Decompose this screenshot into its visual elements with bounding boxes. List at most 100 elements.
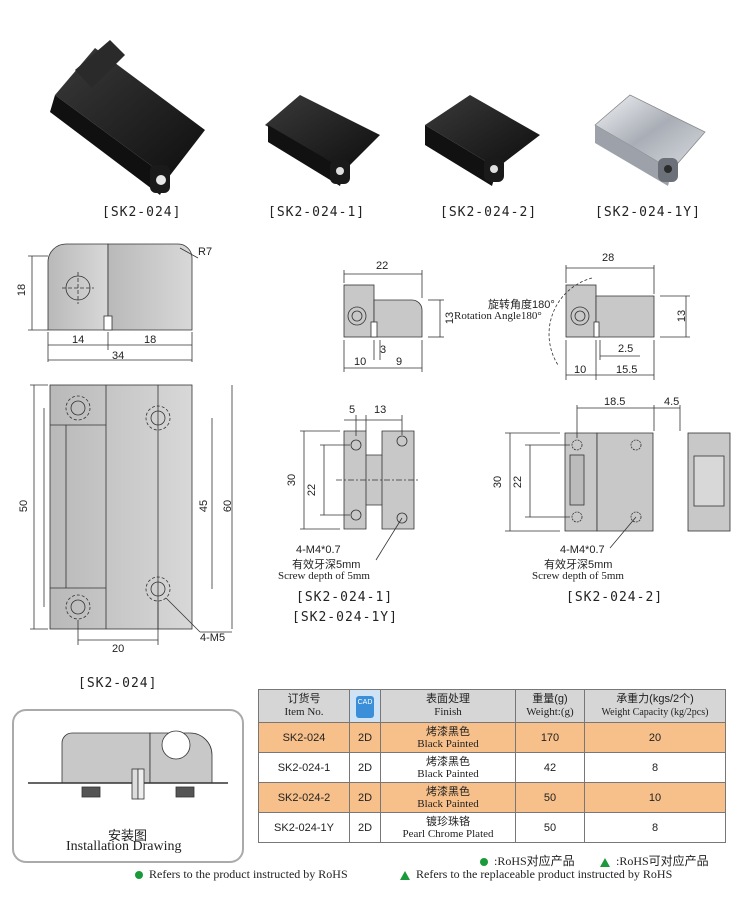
cell-weight: 170 xyxy=(515,722,585,753)
dim-18-5: 18.5 xyxy=(604,396,626,408)
legend-rohs-replace-cn-text: :RoHS可对应产品 xyxy=(616,854,709,868)
cell-item: SK2-024-1Y xyxy=(258,812,350,843)
dim-2-5: 2.5 xyxy=(618,343,634,355)
front-view-sk2-024-1 xyxy=(300,415,420,561)
header-finish: 表面处理 Finish xyxy=(380,689,516,723)
caption-sk2-024-1y: [SK2-024-1Y] xyxy=(292,610,398,625)
cell-weight: 50 xyxy=(515,782,585,813)
dim-22-c: 22 xyxy=(512,475,525,489)
cell-finish-en: Black Painted xyxy=(417,737,479,750)
product-photo-sk2-024 xyxy=(50,40,205,195)
header-item-en: Item No. xyxy=(284,706,324,718)
legend-rohs-replace-cn: :RoHS可对应产品 xyxy=(600,852,709,869)
front-view-sk2-024-2 xyxy=(505,405,731,549)
cell-finish-cn: 镀珍珠铬 xyxy=(426,815,470,828)
product-code-3: [SK2-024-2] xyxy=(440,205,538,220)
cell-item: SK2-024-1 xyxy=(258,752,350,783)
cell-finish-cn: 烤漆黑色 xyxy=(426,725,470,738)
header-weight: 重量(g) Weight:(g) xyxy=(515,689,585,723)
legend-rohs-replace-en: Refers to the replaceable product instru… xyxy=(400,867,672,882)
cad-icon: CAD xyxy=(356,695,374,718)
thread-m4: 4-M4*0.7 xyxy=(296,544,341,556)
dim-10-b: 10 xyxy=(574,364,587,376)
dim-5: 5 xyxy=(349,404,356,416)
screw-depth-en: Screw depth of 5mm xyxy=(278,570,370,582)
main-front-view xyxy=(30,384,233,645)
dim-r7: R7 xyxy=(198,246,213,258)
header-finish-en: Finish xyxy=(434,706,462,718)
dim-18-width: 18 xyxy=(144,334,157,346)
product-photo-sk2-024-2 xyxy=(425,95,540,186)
header-cad: CAD xyxy=(349,689,381,723)
dim-30: 30 xyxy=(286,473,299,487)
dim-13-c: 13 xyxy=(374,404,387,416)
dim-18-height: 18 xyxy=(16,283,29,297)
caption-sk2-024-1: [SK2-024-1] xyxy=(296,590,394,605)
dim-4-5: 4.5 xyxy=(664,396,680,408)
header-capacity-en: Weight Capacity (kg/2pcs) xyxy=(601,707,709,718)
cell-weight: 42 xyxy=(515,752,585,783)
rotation-angle-en: Rotation Angle180° xyxy=(454,310,542,322)
cell-finish-cn: 烤漆黑色 xyxy=(426,785,470,798)
side-view-sk2-024-1 xyxy=(343,270,444,372)
dim-34: 34 xyxy=(112,350,125,362)
rohs-dot-icon xyxy=(135,871,143,880)
cell-cad: 2D xyxy=(349,782,381,813)
product-code-2: [SK2-024-1] xyxy=(268,205,366,220)
dim-50: 50 xyxy=(18,499,31,513)
product-code-4: [SK2-024-1Y] xyxy=(595,205,701,220)
dim-22: 22 xyxy=(376,260,389,272)
dim-15-5: 15.5 xyxy=(616,364,638,376)
dim-14: 14 xyxy=(72,334,85,346)
side-view-sk2-024-2 xyxy=(548,265,690,380)
cell-cad: 2D xyxy=(349,722,381,753)
dim-9: 9 xyxy=(396,356,403,368)
cad-label: CAD xyxy=(357,698,373,706)
cell-capacity: 20 xyxy=(584,722,726,753)
rohs-triangle-icon xyxy=(400,870,410,880)
header-item-cn: 订货号 xyxy=(287,693,321,705)
rohs-triangle-icon xyxy=(600,857,610,867)
installation-illustration xyxy=(28,730,228,800)
rotation-angle-cn: 旋转角度180° xyxy=(488,299,555,311)
thread-m4-b: 4-M4*0.7 xyxy=(560,544,605,556)
cell-finish-en: Black Painted xyxy=(417,767,479,780)
installation-title-en: Installation Drawing xyxy=(66,839,182,854)
rohs-dot-icon xyxy=(480,858,488,867)
dim-28: 28 xyxy=(602,252,615,264)
dim-3: 3 xyxy=(380,344,387,356)
header-capacity-cn: 承重力(kgs/2个) xyxy=(616,693,694,705)
dim-13-b: 13 xyxy=(676,309,689,323)
spec-table: 订货号 Item No. CAD 表面处理 Finish 重量(g) Weigh… xyxy=(258,689,726,843)
cell-capacity: 10 xyxy=(584,782,726,813)
cell-cad: 2D xyxy=(349,752,381,783)
cell-finish-en: Black Painted xyxy=(417,797,479,810)
dim-22-b: 22 xyxy=(306,483,319,497)
legend-rohs-cn-text: :RoHS对应产品 xyxy=(494,854,575,868)
caption-sk2-024: [SK2-024] xyxy=(78,676,158,691)
product-photo-sk2-024-1y xyxy=(594,94,706,186)
table-header-row: 订货号 Item No. CAD 表面处理 Finish 重量(g) Weigh… xyxy=(258,689,726,723)
header-capacity: 承重力(kgs/2个) Weight Capacity (kg/2pcs) xyxy=(584,689,726,723)
screw-depth-en-b: Screw depth of 5mm xyxy=(532,570,624,582)
cell-finish-en: Pearl Chrome Plated xyxy=(402,827,494,840)
caption-sk2-024-2: [SK2-024-2] xyxy=(566,590,664,605)
legend-rohs-cn: :RoHS对应产品 xyxy=(480,852,575,869)
cell-item: SK2-024-2 xyxy=(258,782,350,813)
thread-4-m5: 4-M5 xyxy=(200,632,226,644)
main-top-view xyxy=(28,243,199,362)
legend-rohs-en-text: Refers to the product instructed by RoHS xyxy=(149,867,348,881)
header-item: 订货号 Item No. xyxy=(258,689,350,723)
header-finish-cn: 表面处理 xyxy=(426,693,470,705)
dim-10: 10 xyxy=(354,356,367,368)
cell-weight: 50 xyxy=(515,812,585,843)
